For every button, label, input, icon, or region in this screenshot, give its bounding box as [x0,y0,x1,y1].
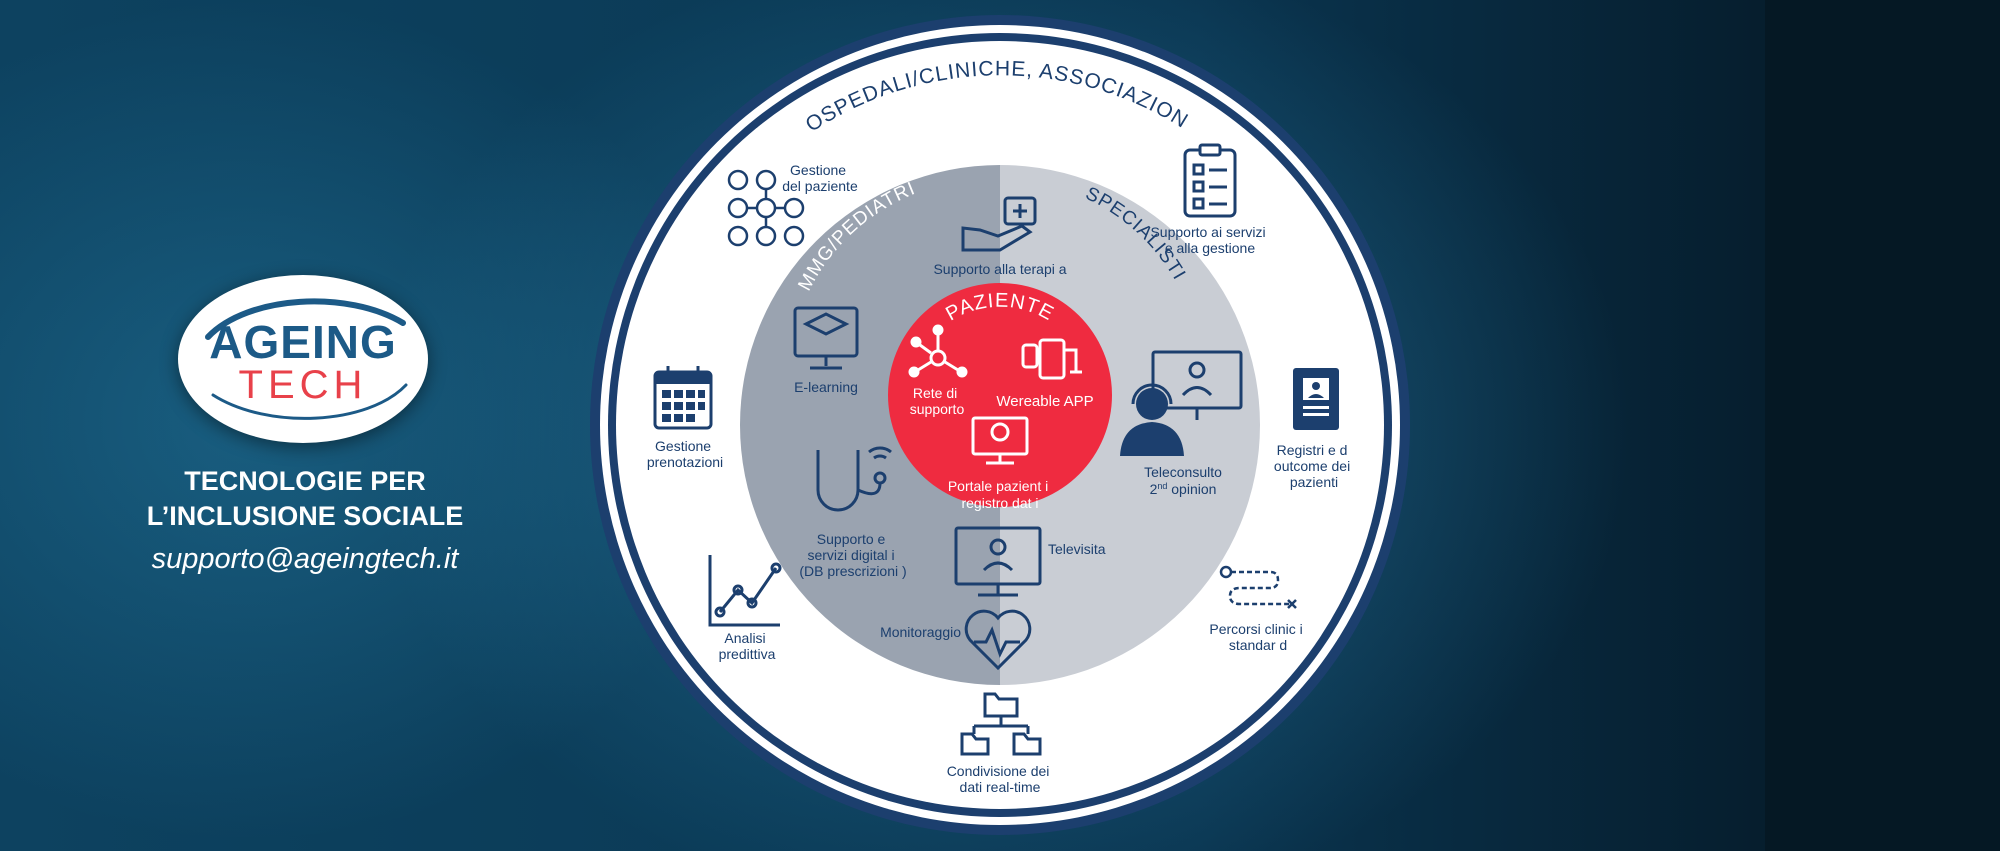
portal-monitor-icon [971,416,1029,465]
network-icon [908,324,968,378]
teleconsulto-label: Teleconsulto [1144,464,1222,480]
calendar-icon [653,366,713,430]
stethoscope-wifi-icon [816,446,892,512]
graduation-cap-monitor-icon [793,306,859,370]
patient-record-book-icon [1293,368,1339,430]
portale-pazienti-label: Portale pazient i registro dat i [948,478,1052,511]
logo-text-bottom: TECH [238,363,368,407]
supporto-servizi-label: Supporto ai servizi e alla gestione [1150,224,1269,256]
care-network-diagram: OSPEDALI/CLINICHE, ASSOCIAZIONI MMG/PEDI… [580,0,1410,835]
ageingtech-logo: AGEING TECH [178,275,428,443]
gestione-paziente-label: Gestione del paziente [782,162,858,194]
patient-network-icon [727,169,805,247]
clinical-path-icon [1219,565,1297,609]
hand-with-medical-cross-icon [961,196,1037,252]
shared-folders-icon [960,692,1042,756]
tagline-line-2: L’INCLUSIONE SOCIALE [146,501,464,531]
headset-person-icon [1120,383,1184,456]
analisi-predittiva-label: Analisi predittiva [719,630,776,662]
teleconsult-operator-icon [1151,350,1243,420]
registri-outcome-label: Registri e d outcome dei pazienti [1274,442,1354,490]
televisita-label: Televisita [1048,541,1106,557]
supporto-terapia-label: Supporto alla terapi a [933,261,1066,277]
logo-text-top: AGEING [209,316,397,368]
tagline-line-1: TECNOLOGIE PER [184,466,426,496]
background-right-panel [1765,0,2000,851]
segment-specialisti [1000,165,1260,685]
wearable-phone-icon [1021,338,1082,380]
heart-pulse-icon [964,609,1032,671]
contact-email[interactable]: supporto@ageingtech.it [151,543,459,575]
wereable-app-label: Wereable APP [996,393,1093,410]
checklist-clipboard-icon [1183,143,1237,218]
trend-chart-icon [708,555,782,627]
rete-supporto-label: Rete di supporto [910,385,965,417]
segment-mmg-pediatri [740,165,1000,685]
televisita-monitor-icon [954,526,1042,597]
supporto-digitali-label: Supporto e servizi digital i (DB prescri… [799,531,906,579]
gestione-prenotazioni-label: Gestione prenotazioni [647,438,723,470]
percorsi-clinici-label: Percorsi clinic i standar d [1209,621,1306,653]
tagline: TECNOLOGIE PER L’INCLUSIONE SOCIALE [110,464,500,534]
second-opinion-label: 2nd opinion [1150,481,1217,497]
monitoraggio-label: Monitoraggio [880,624,961,640]
logo-swoosh [205,298,408,420]
condivisione-dati-label: Condivisione dei dati real-time [947,763,1054,795]
elearning-label: E-learning [794,379,858,395]
